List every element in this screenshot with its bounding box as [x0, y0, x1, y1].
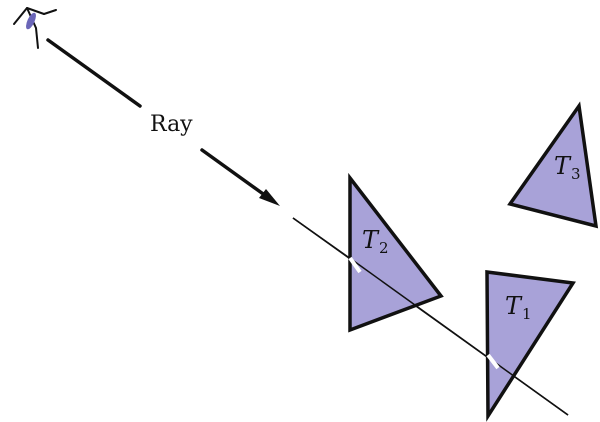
triangle-label-t1-subscript: 1: [522, 305, 532, 323]
triangle-label-t2-subscript: 2: [379, 239, 389, 257]
ray-arrowhead: [259, 189, 280, 206]
triangle-label-t1: T1: [505, 294, 532, 322]
ray-thin-line-front: [357, 263, 569, 416]
triangle-t1: [485, 270, 576, 422]
ray-thin-line-hidden-t2: [292, 217, 359, 265]
ray-segment-lower: [200, 148, 268, 198]
triangle-t3: [507, 101, 599, 229]
eye-iris: [26, 12, 36, 30]
triangle-label-t2-letter: T: [362, 226, 379, 254]
ray-segment-upper: [46, 38, 142, 108]
intersection-mark-t1: [486, 353, 500, 370]
triangle-label-t2: T2: [362, 228, 389, 256]
triangle-label-t1-letter: T: [505, 292, 522, 320]
triangle-label-t3-letter: T: [554, 152, 571, 180]
intersection-mark-t2: [348, 256, 362, 274]
triangle-label-t3: T3: [554, 154, 581, 182]
eye-icon: [13, 7, 57, 49]
ray-label: Ray: [150, 112, 193, 137]
triangle-label-t3-subscript: 3: [571, 165, 581, 183]
triangle-t2: [348, 172, 444, 333]
